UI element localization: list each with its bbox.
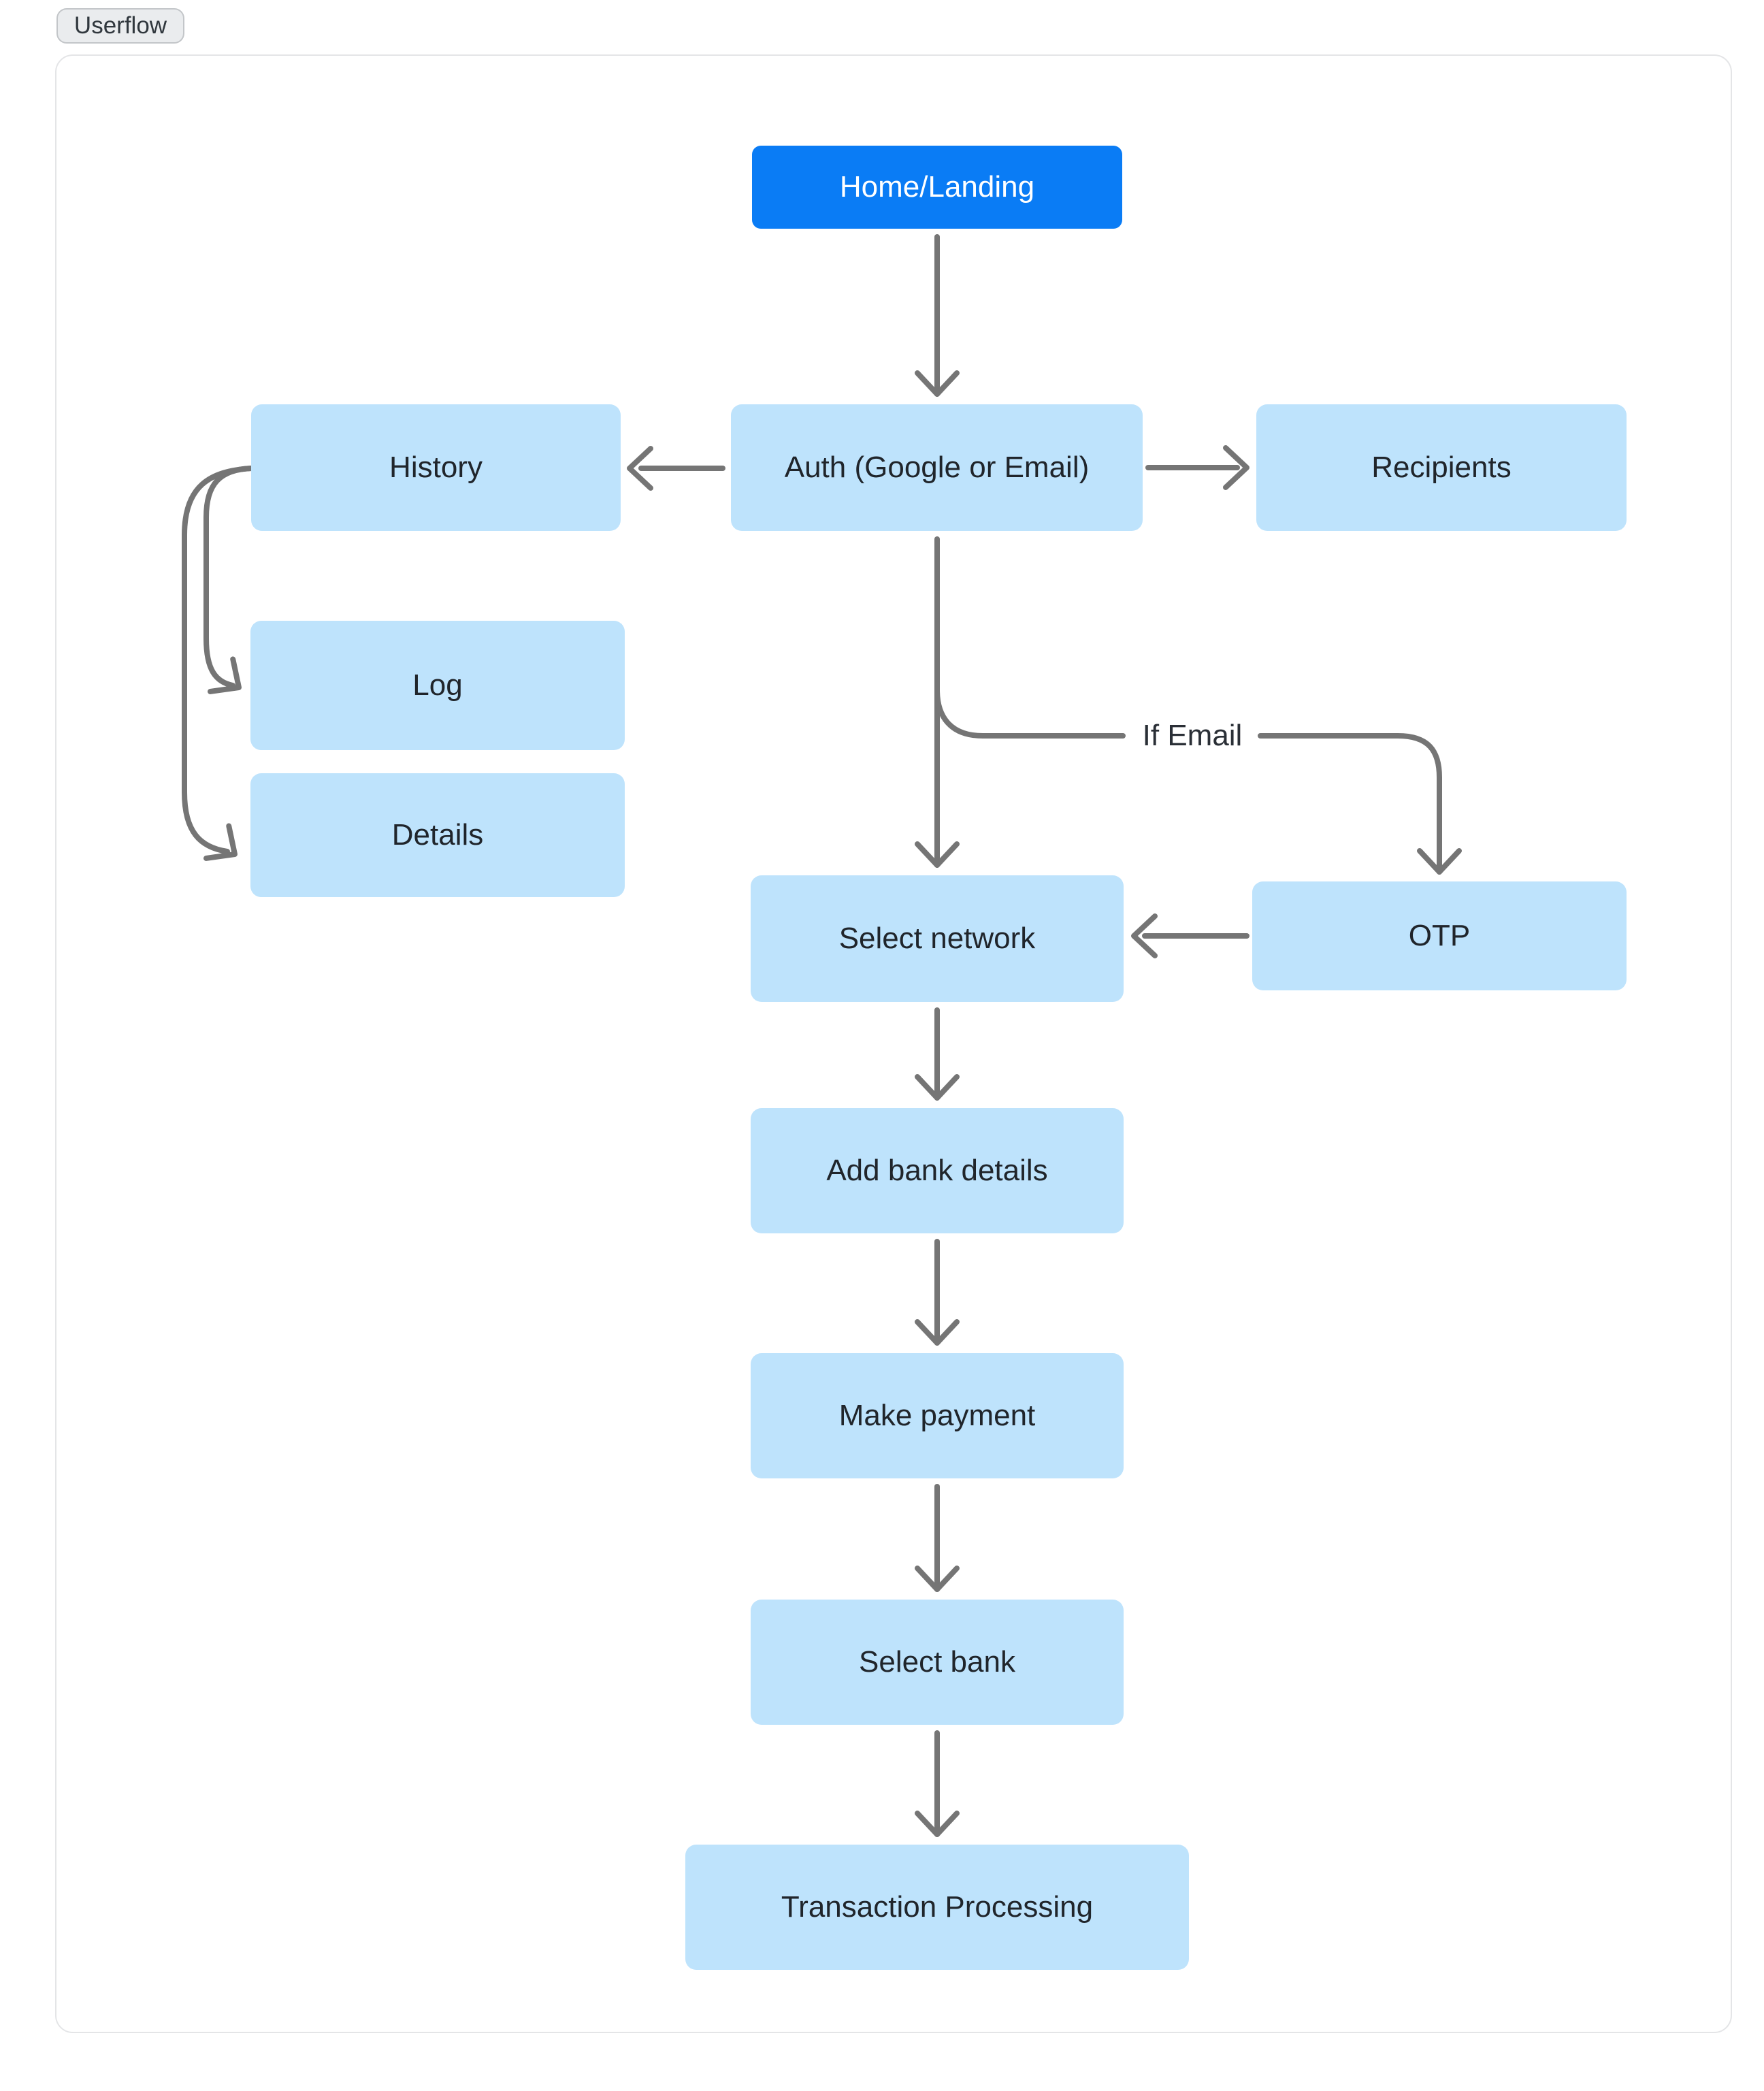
- userflow-tag: Userflow: [56, 8, 184, 44]
- node-label: Add bank details: [826, 1154, 1048, 1187]
- node-label: Log: [412, 668, 463, 702]
- node-select-bank[interactable]: Select bank: [751, 1600, 1124, 1725]
- node-label: Select bank: [859, 1645, 1015, 1679]
- node-label: Auth (Google or Email): [784, 451, 1090, 484]
- node-label: Details: [391, 818, 484, 852]
- node-select-network[interactable]: Select network: [751, 875, 1124, 1002]
- node-recipients[interactable]: Recipients: [1256, 404, 1627, 531]
- node-make-payment[interactable]: Make payment: [751, 1353, 1124, 1478]
- node-auth[interactable]: Auth (Google or Email): [731, 404, 1143, 531]
- node-transaction-processing[interactable]: Transaction Processing: [685, 1845, 1189, 1970]
- node-label: Transaction Processing: [781, 1890, 1094, 1924]
- node-log[interactable]: Log: [250, 621, 625, 750]
- node-label: Make payment: [838, 1399, 1036, 1432]
- edge-label-if-email: If Email: [1142, 719, 1243, 752]
- node-details[interactable]: Details: [250, 773, 625, 897]
- diagram-container: [55, 54, 1732, 2033]
- node-label: History: [389, 451, 483, 484]
- node-label: OTP: [1408, 919, 1471, 952]
- node-label: Home/Landing: [839, 170, 1035, 204]
- node-home-landing[interactable]: Home/Landing: [752, 146, 1122, 229]
- node-label: Select network: [838, 922, 1036, 955]
- node-history[interactable]: History: [251, 404, 621, 531]
- node-otp[interactable]: OTP: [1252, 881, 1627, 990]
- node-add-bank-details[interactable]: Add bank details: [751, 1108, 1124, 1233]
- node-label: Recipients: [1371, 451, 1512, 484]
